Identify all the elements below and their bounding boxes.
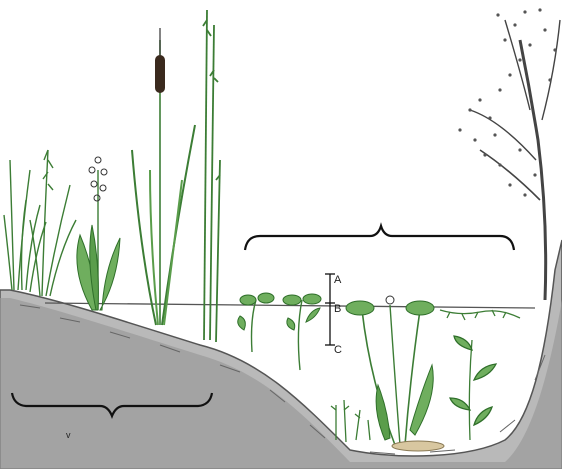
shoreline-tree [458,8,560,300]
open-water-brace [245,226,514,250]
lower-mark-label: v [66,430,71,440]
broadleaf-emergent-plant [77,157,120,310]
depth-marker: A B C [325,274,342,356]
tall-reeds [203,10,220,342]
emergent-grasses [4,150,76,296]
label-b: B [334,303,341,315]
label-a: A [334,274,342,286]
floating-leaf-plants [238,293,321,370]
submerged-plants [331,310,520,442]
water-lilies [346,296,444,451]
label-c: C [334,344,342,356]
cattail [132,28,195,325]
